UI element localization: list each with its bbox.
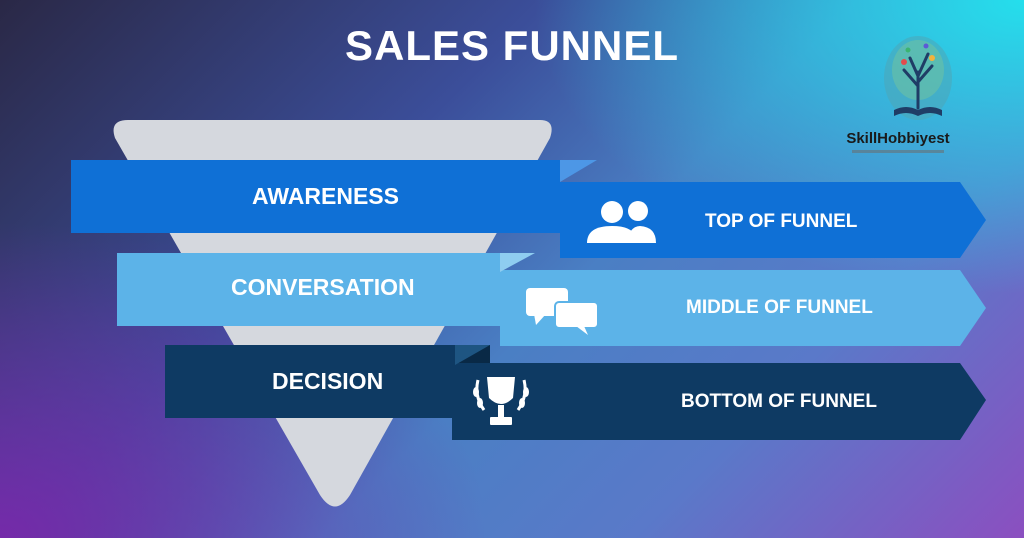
- tree-book-logo-icon: [884, 36, 952, 120]
- stage-label-awareness: AWARENESS: [252, 183, 399, 209]
- position-banner-top: [560, 182, 986, 258]
- position-label-top: TOP OF FUNNEL: [705, 211, 858, 232]
- position-banner-bottom: [452, 363, 986, 440]
- stage-label-decision: DECISION: [272, 368, 384, 394]
- chat-bubbles-icon: [526, 288, 599, 335]
- brand-tagline-strip: [852, 150, 944, 153]
- stage-band-decision: [165, 345, 455, 418]
- stage-band-conversation: [117, 253, 500, 326]
- fold-corner-decision: [455, 345, 490, 365]
- users-icon: [587, 201, 656, 243]
- fold-corner-awareness: [560, 160, 597, 182]
- position-label-bottom: BOTTOM OF FUNNEL: [681, 391, 877, 412]
- page-title: SALES FUNNEL: [344, 22, 679, 69]
- trophy-icon: [473, 377, 529, 425]
- stage-label-conversation: CONVERSATION: [231, 274, 415, 300]
- brand-name: SkillHobbiyest: [846, 130, 950, 147]
- stage-band-awareness: [71, 160, 560, 233]
- fold-corner-conversation: [500, 253, 535, 272]
- position-banner-middle: [500, 270, 986, 346]
- position-label-middle: MIDDLE OF FUNNEL: [686, 297, 873, 318]
